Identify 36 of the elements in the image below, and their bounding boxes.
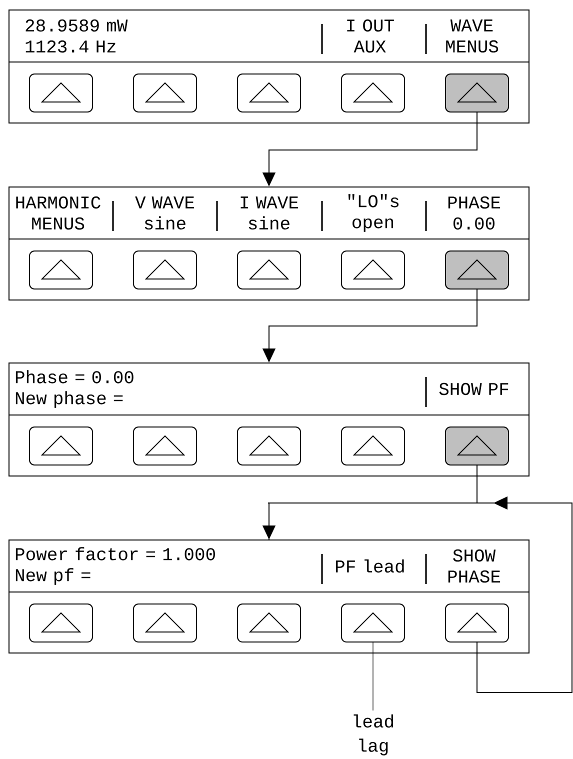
softkey-label: WAVE MENUS: [446, 19, 498, 53]
softkey-button: [341, 250, 405, 290]
softkey-label: PF lead: [336, 559, 404, 573]
softkey-button: [341, 426, 405, 466]
softkey-label: SHOW PHASE: [448, 549, 500, 583]
softkey-button: [237, 250, 301, 290]
display-text: Phase = 0.00 New phase =: [16, 370, 134, 408]
softkey-button: [237, 426, 301, 466]
softkey-label: V WAVE sine: [135, 196, 194, 230]
softkey-button: [133, 250, 197, 290]
softkey-label: I OUT AUX: [347, 19, 394, 53]
softkey-button: [133, 604, 197, 642]
display-text: Power factor = 1.000 New pf =: [16, 547, 215, 585]
softkey-button: [445, 250, 509, 290]
softkey-button: [237, 74, 301, 112]
softkey-button: [445, 426, 509, 466]
softkey-button: [29, 604, 93, 642]
softkey-label: "LO"s open: [348, 194, 399, 232]
option-text: lead: [354, 714, 394, 728]
softkey-label: SHOW PF: [439, 382, 508, 396]
softkey-button: [341, 74, 405, 112]
softkey-button: [237, 604, 301, 642]
softkey-button: [133, 426, 197, 466]
display-text: 28.9589 mW 1123.4 Hz: [26, 19, 128, 53]
leader-line: [372, 642, 374, 711]
softkey-label: I WAVE sine: [240, 196, 298, 230]
option-text: lag: [359, 738, 388, 756]
softkey-button: [29, 74, 93, 112]
softkey-button: [133, 74, 197, 112]
softkey-label: PHASE 0.00: [448, 196, 500, 230]
softkey-button: [445, 74, 509, 112]
softkey-button: [29, 426, 93, 466]
softkey-button: [29, 250, 93, 290]
softkey-button: [341, 604, 405, 642]
softkey-button: [445, 604, 509, 642]
softkey-label: HARMONIC MENUS: [16, 196, 100, 230]
